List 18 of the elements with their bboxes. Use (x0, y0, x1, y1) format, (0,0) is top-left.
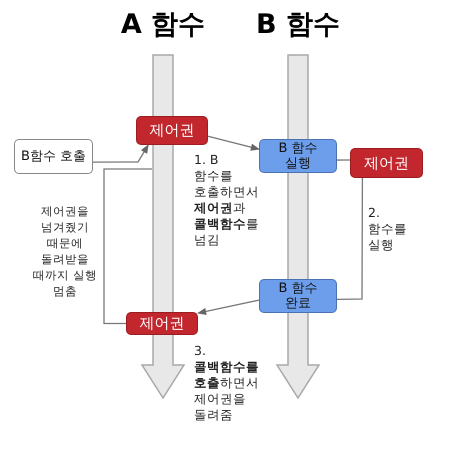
arrow (197, 299, 260, 315)
control-box: 제어권 (126, 312, 198, 335)
call-box: B함수 호출 (14, 139, 93, 174)
process-box: B 함수 실행 (259, 139, 337, 173)
lane-heading: B 함수 (255, 8, 341, 42)
connector-line (337, 159, 350, 161)
note-text: 제어권을 넘겨줬기 때문에 돌려받을 때까지 실행 멈춤 (32, 203, 98, 299)
lane-heading: A 함수 (120, 8, 206, 42)
note-text: 1. B 함수를 호출하면서 제어권과 콜백함수를 넘김 (194, 152, 256, 248)
connector-line (336, 178, 364, 300)
note-text: 2. 함수를 실행 (368, 205, 408, 253)
connector-line (103, 168, 152, 324)
process-box: B 함수 완료 (259, 279, 337, 313)
control-box: 제어권 (136, 116, 208, 145)
arrow (93, 144, 149, 163)
arrow (208, 136, 260, 151)
note-text: 3. 콜백함수를 호출하면서 제어권을 돌려줌 (194, 343, 260, 423)
control-box: 제어권 (350, 148, 423, 178)
